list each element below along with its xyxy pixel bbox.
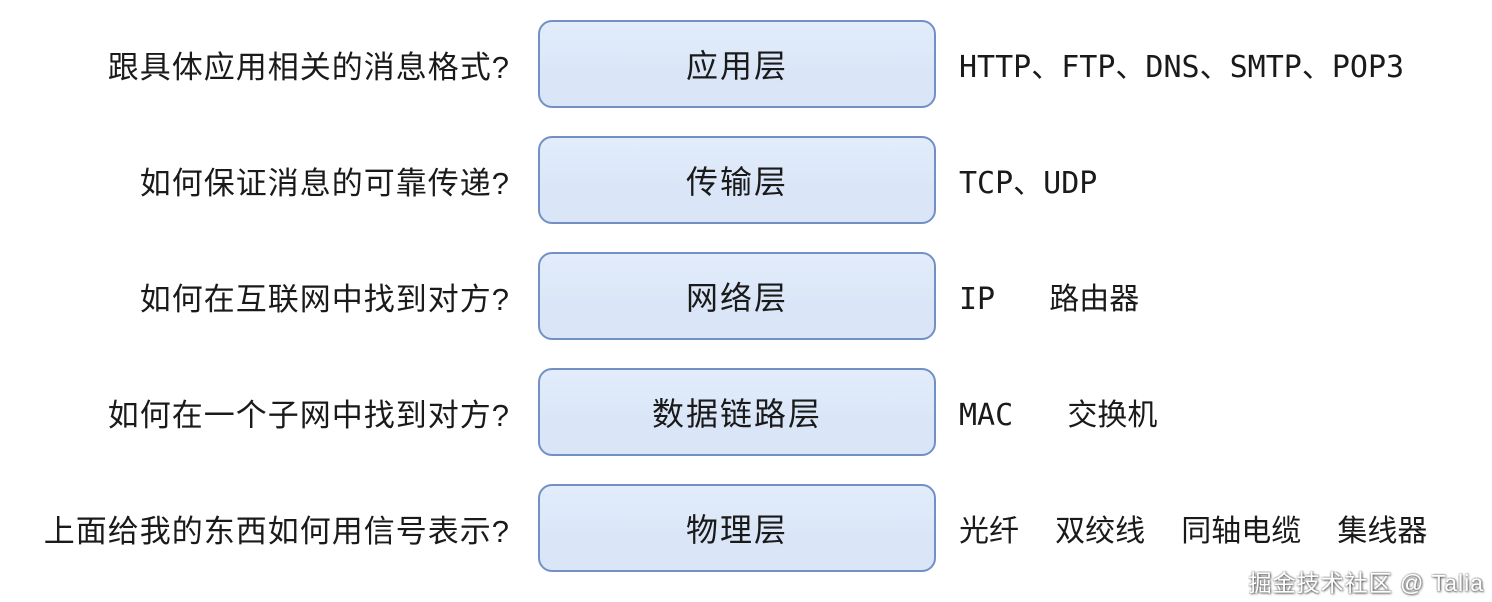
layer-name: 应用层 <box>685 48 788 84</box>
layer-box-physical: 物理层 <box>538 484 936 572</box>
layer-row-physical: 上面给我的东西如何用信号表示? 物理层 光纤 双绞线 同轴电缆 集线器 <box>0 470 1492 586</box>
layer-protocols: TCP、UDP <box>959 166 1098 201</box>
layer-box-application: 应用层 <box>538 20 936 108</box>
layer-box-transport: 传输层 <box>538 136 936 224</box>
layer-name: 物理层 <box>685 512 788 548</box>
layer-protocols: IP 路由器 <box>959 282 1140 317</box>
layer-question: 如何保证消息的可靠传递? <box>139 165 510 201</box>
layer-protocols: MAC 交换机 <box>959 398 1158 433</box>
layer-question: 上面给我的东西如何用信号表示? <box>43 513 510 549</box>
layer-row-transport: 如何保证消息的可靠传递? 传输层 TCP、UDP <box>0 122 1492 238</box>
layer-name: 网络层 <box>685 280 788 316</box>
layer-row-application: 跟具体应用相关的消息格式? 应用层 HTTP、FTP、DNS、SMTP、POP3 <box>0 6 1492 122</box>
layer-name: 数据链路层 <box>651 396 822 432</box>
layer-box-datalink: 数据链路层 <box>538 368 936 456</box>
layer-question: 如何在一个子网中找到对方? <box>107 397 510 433</box>
layer-protocols: HTTP、FTP、DNS、SMTP、POP3 <box>959 50 1405 85</box>
layer-row-datalink: 如何在一个子网中找到对方? 数据链路层 MAC 交换机 <box>0 354 1492 470</box>
watermark: 掘金技术社区 @ Talia <box>1248 570 1484 596</box>
layer-box-network: 网络层 <box>538 252 936 340</box>
layer-protocols: 光纤 双绞线 同轴电缆 集线器 <box>959 514 1428 549</box>
layer-row-network: 如何在互联网中找到对方? 网络层 IP 路由器 <box>0 238 1492 354</box>
layer-question: 如何在互联网中找到对方? <box>139 281 510 317</box>
layer-name: 传输层 <box>685 164 788 200</box>
layer-question: 跟具体应用相关的消息格式? <box>107 49 510 85</box>
